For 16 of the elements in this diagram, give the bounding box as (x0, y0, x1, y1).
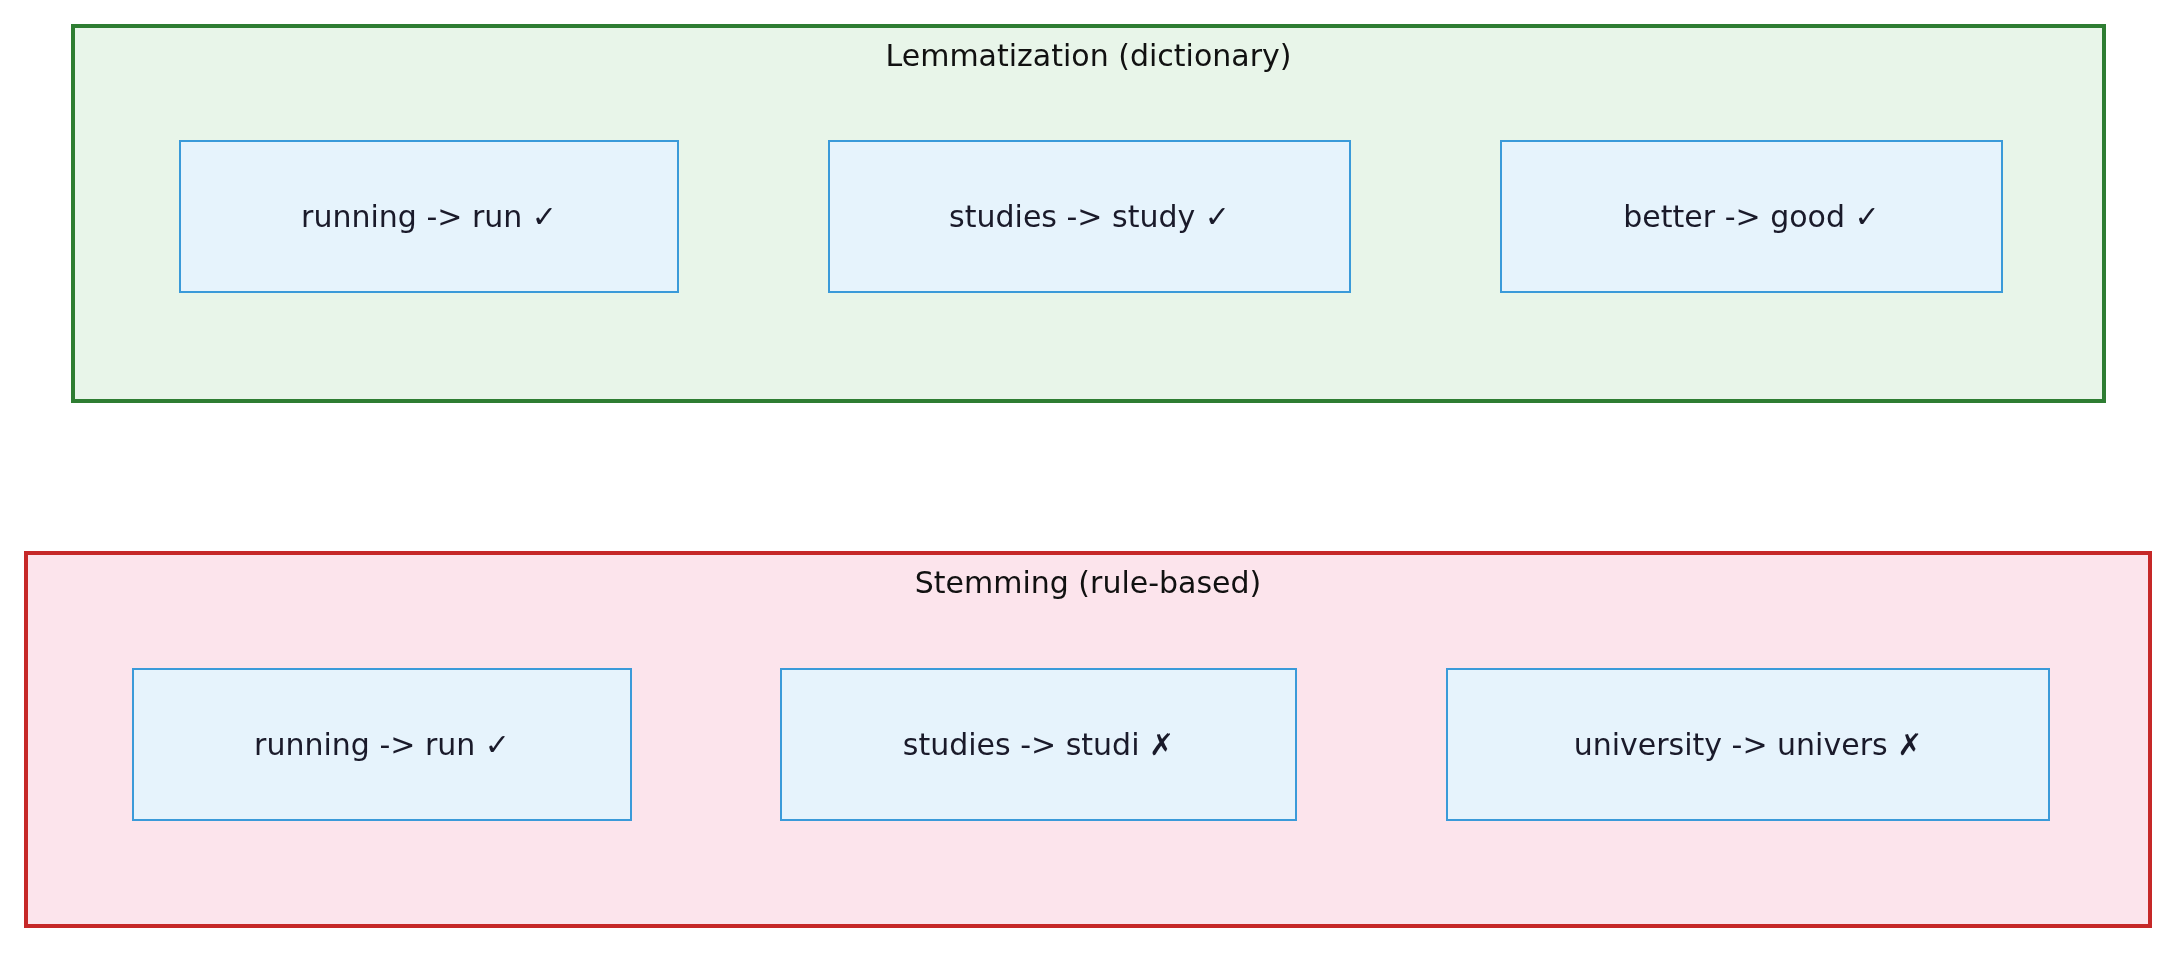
group-title: Stemming (rule-based) (914, 565, 1262, 600)
example-box (780, 668, 1297, 821)
example-text: better -> good ✓ (1623, 199, 1880, 234)
group-panel (24, 551, 2152, 928)
example-text: university -> univers ✗ (1573, 727, 1923, 762)
example-text: running -> run ✓ (254, 727, 510, 762)
example-box (1500, 140, 2003, 293)
example-box (179, 140, 679, 293)
example-box (132, 668, 632, 821)
example-box (828, 140, 1351, 293)
example-box (1446, 668, 2050, 821)
group-panel (71, 24, 2106, 403)
example-text: running -> run ✓ (301, 199, 557, 234)
group-title: Lemmatization (dictionary) (885, 38, 1292, 73)
example-text: studies -> studi ✗ (902, 727, 1175, 762)
example-text: studies -> study ✓ (949, 199, 1230, 234)
